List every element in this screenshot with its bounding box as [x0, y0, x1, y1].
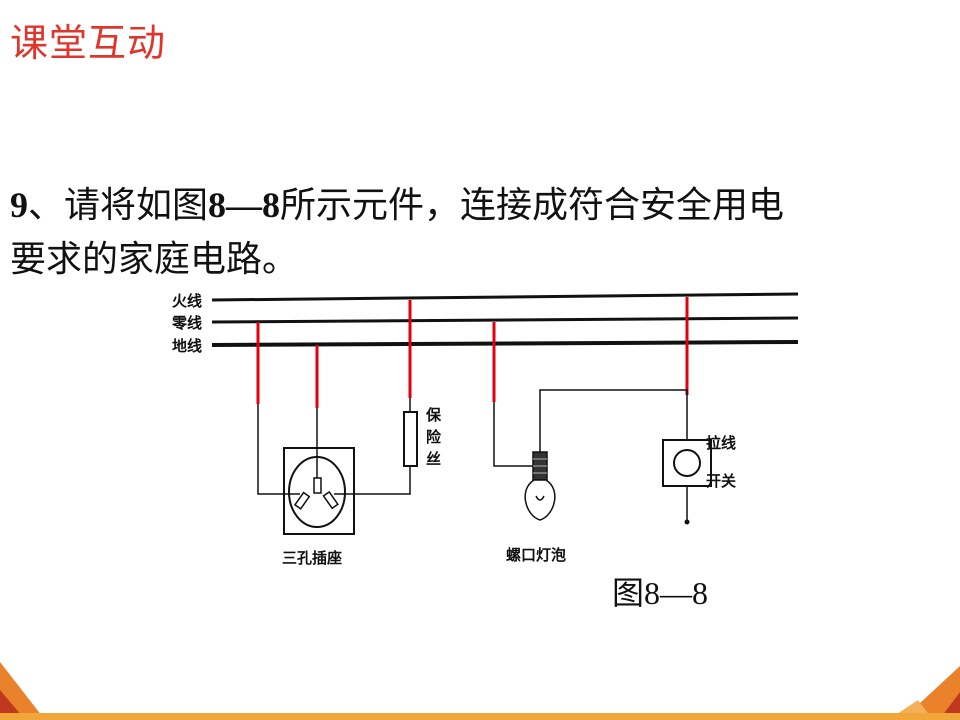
corner-decoration-left: [0, 662, 42, 716]
switch-label-2: 开关: [706, 472, 736, 490]
switch-terminal-dot: [684, 519, 690, 525]
earth-wire: [211, 340, 799, 347]
socket-label: 三孔插座: [282, 549, 342, 567]
three-pin-socket: [283, 447, 355, 535]
screw-bulb: [524, 451, 556, 521]
neutral-wire-label: 零线: [171, 314, 202, 332]
black-connection-wires: [257, 389, 688, 522]
corner-decoration-right: [894, 666, 960, 716]
live-wire-label: 火线: [172, 292, 202, 310]
question-line2: 要求的家庭电路。: [10, 239, 299, 280]
bottom-bar: [0, 713, 960, 720]
figure-reference: 8—8: [208, 185, 281, 225]
live-wire: [211, 292, 799, 302]
question-line1-rest: 所示元件，连接成符合安全用电: [280, 185, 785, 226]
switch-label-1: 拉线: [706, 434, 736, 452]
earth-wire-label: 地线: [172, 337, 202, 355]
slide-title: 课堂互动: [10, 21, 167, 65]
fuse-label-1: 保: [425, 406, 442, 424]
bulb-label: 螺口灯泡: [506, 546, 566, 564]
neutral-wire: [211, 316, 799, 324]
pull-switch: [662, 439, 712, 487]
question-number: 9: [10, 185, 28, 225]
question-text: 9、请将如图8—8所示元件，连接成符合安全用电 要求的家庭电路。: [10, 178, 940, 287]
figure-caption: 图8—8: [612, 575, 709, 611]
fuse: [403, 411, 418, 467]
question-sep: 、请将如图: [28, 185, 209, 226]
fuse-label-2: 险: [426, 428, 442, 446]
fuse-label-3: 丝: [426, 450, 441, 468]
